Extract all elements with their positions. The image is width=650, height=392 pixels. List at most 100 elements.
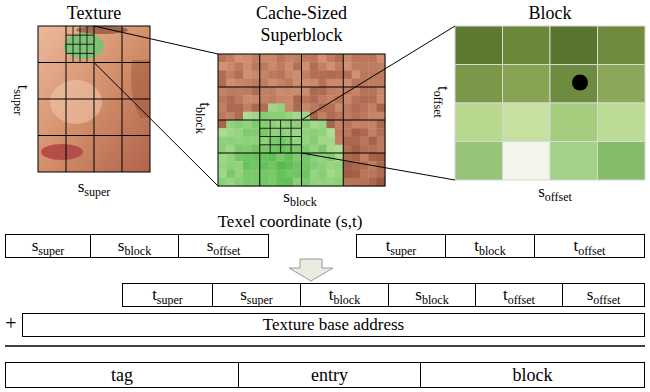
texel-pixel	[251, 145, 260, 154]
texel-pixel	[235, 62, 244, 71]
texel-pixel	[251, 62, 260, 71]
texel-pixel	[235, 145, 244, 154]
texel-pixel	[243, 120, 252, 129]
texel-pixel	[302, 178, 311, 187]
texel-pixel	[352, 170, 361, 179]
texel-pixel	[235, 95, 244, 104]
texel-pixel	[310, 62, 319, 71]
texel-cell	[598, 65, 646, 104]
grid-line	[122, 26, 123, 172]
texel-pixel	[335, 161, 344, 170]
axis-label: ssuper	[78, 177, 111, 198]
field-label: t	[152, 285, 157, 304]
axis-label: sblock	[283, 187, 316, 208]
texel-pixel	[235, 128, 244, 137]
bit-field-box: Texture base address	[22, 313, 645, 337]
texel-pixel	[318, 112, 327, 121]
texel-pixel	[368, 62, 377, 71]
texel-pixel	[276, 95, 285, 104]
texel-pixel	[302, 79, 311, 88]
label-subscript: offset	[431, 91, 445, 118]
texel-pixel	[243, 153, 252, 162]
block-image	[455, 26, 645, 180]
texel-cell	[455, 103, 503, 142]
texel-pixel	[235, 54, 244, 63]
zoom-line	[94, 63, 218, 187]
texel-pixel	[268, 161, 277, 170]
bit-field-box: sblock	[388, 283, 476, 307]
texel-pixel	[268, 112, 277, 121]
texel-pixel	[327, 87, 336, 96]
texel-pixel	[377, 87, 386, 96]
texel-pixel	[243, 79, 252, 88]
texel-pixel	[343, 104, 352, 113]
texel-cell	[598, 103, 646, 142]
texel-pixel	[218, 128, 227, 137]
bit-field-box: toffset	[534, 234, 645, 258]
texel-pixel	[218, 112, 227, 121]
bit-field-box: tsuper	[356, 234, 446, 258]
texel-pixel	[310, 112, 319, 121]
texel-pixel	[260, 79, 269, 88]
texel-pixel	[260, 71, 269, 80]
label-subscript: super	[84, 185, 110, 199]
texel-pixel	[368, 128, 377, 137]
texel-pixel	[360, 161, 369, 170]
texel-pixel	[268, 71, 277, 80]
text-group: tblock	[474, 236, 505, 257]
texel-pixel	[251, 161, 260, 170]
bit-field-box: soffset	[178, 234, 269, 258]
texel-pixel	[260, 153, 269, 162]
text-group: Texture base address	[263, 315, 404, 335]
texel-pixel	[302, 54, 311, 63]
subgrid-line	[66, 44, 94, 45]
label-text: s	[283, 187, 290, 206]
texel-pixel	[276, 161, 285, 170]
texel-pixel	[318, 62, 327, 71]
texel-pixel	[343, 62, 352, 71]
texel-pixel	[226, 71, 235, 80]
field-label: block	[513, 365, 553, 385]
texel-pixel	[352, 178, 361, 187]
texel-pixel	[360, 104, 369, 113]
texel-pixel	[318, 71, 327, 80]
text-group: Texture	[38, 2, 150, 24]
text-group: soffset	[207, 236, 241, 257]
texel-pixel	[285, 145, 294, 154]
texel-pixel	[343, 71, 352, 80]
texel-pixel	[251, 54, 260, 63]
texel-pixel	[360, 120, 369, 129]
texel-pixel	[327, 79, 336, 88]
texel-pixel	[293, 79, 302, 88]
texel-pixel	[226, 104, 235, 113]
texel-pixel	[243, 104, 252, 113]
texel-pixel	[327, 170, 336, 179]
texel-pixel	[318, 161, 327, 170]
texel-pixel	[268, 104, 277, 113]
field-subscript: offset	[593, 293, 620, 307]
texel-pixel	[243, 178, 252, 187]
label-subscript: offset	[545, 190, 572, 204]
texel-pixel	[310, 128, 319, 137]
texel-pixel	[335, 145, 344, 154]
texel-pixel	[343, 170, 352, 179]
texel-pixel	[360, 71, 369, 80]
texture-image	[38, 26, 150, 172]
texel-cell	[598, 26, 646, 65]
bit-field-box: soffset	[562, 283, 645, 307]
texel-pixel	[285, 54, 294, 63]
texel-pixel	[310, 54, 319, 63]
text-group: sblock	[118, 236, 151, 257]
texel-pixel	[218, 145, 227, 154]
texel-pixel	[302, 62, 311, 71]
texel-pixel	[276, 170, 285, 179]
texel-pixel	[260, 95, 269, 104]
texel-pixel	[335, 112, 344, 121]
text-group: sblock	[415, 285, 448, 306]
lips	[41, 144, 83, 160]
label-text: Texel coordinate (s,t)	[218, 212, 363, 231]
texel-pixel	[368, 87, 377, 96]
texel-cell	[598, 142, 646, 181]
bit-field-box: tag	[5, 362, 239, 388]
texel-pixel	[243, 128, 252, 137]
